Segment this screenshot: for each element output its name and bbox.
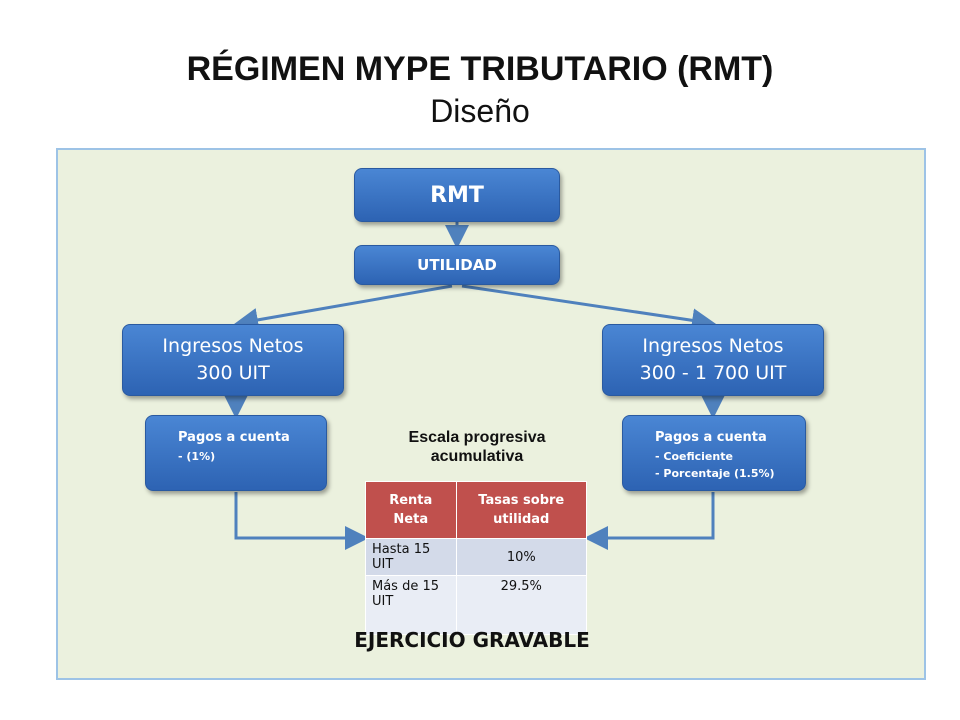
pagos-left-heading: Pagos a cuenta: [178, 430, 290, 445]
header-tasas: Tasas sobre utilidad: [455, 481, 588, 539]
pagos-right-heading: Pagos a cuenta: [655, 430, 767, 445]
ingresos-300-1700-line1: Ingresos Netos: [642, 335, 784, 358]
pagos-right-item-porcentaje: - Porcentaje (1.5%): [655, 466, 775, 480]
utilidad-node: UTILIDAD: [354, 245, 560, 285]
arrow-utilidad-left: [234, 284, 453, 332]
page-title: RÉGIMEN MYPE TRIBUTARIO (RMT): [186, 50, 774, 88]
arrow-pay-right-table: [584, 492, 715, 550]
rmt-node: RMT: [354, 168, 560, 222]
ingresos-300-1700-node: Ingresos Netos 300 - 1 700 UIT: [602, 324, 824, 396]
cell-renta: Hasta 15 UIT: [365, 538, 457, 576]
rates-header-row: Renta Neta Tasas sobre utilidad: [365, 481, 588, 539]
ingresos-300-node: Ingresos Netos 300 UIT: [122, 324, 344, 396]
cell-tasa: 10%: [455, 538, 588, 576]
ejercicio-gravable-label: EJERCICIO GRAVABLE: [354, 628, 590, 652]
ingresos-300-1700-line2: 300 - 1 700 UIT: [639, 362, 787, 384]
header-renta-neta: Renta Neta: [365, 481, 457, 539]
table-row: Hasta 15 UIT 10%: [365, 538, 588, 576]
table-row: Más de 15 UIT 29.5%: [365, 575, 588, 635]
pagos-right-item-coeficiente: - Coeficiente: [655, 449, 733, 463]
cell-renta: Más de 15 UIT: [365, 575, 457, 635]
pagos-a-cuenta-right-node: Pagos a cuenta - Coeficiente - Porcentaj…: [622, 415, 806, 491]
cell-tasa: 29.5%: [455, 575, 588, 635]
arrow-pay-left-table: [234, 492, 369, 550]
scale-title: Escala progresiva acumulativa: [408, 429, 546, 466]
arrow-utilidad-right: [461, 284, 716, 333]
pagos-left-item: - (1%): [178, 449, 216, 463]
rates-table: Renta Neta Tasas sobre utilidad Hasta 15…: [365, 481, 588, 635]
page-subtitle: Diseño: [430, 93, 530, 129]
pagos-a-cuenta-left-node: Pagos a cuenta - (1%): [145, 415, 327, 491]
ingresos-300-line2: 300 UIT: [196, 362, 270, 384]
ingresos-300-line1: Ingresos Netos: [162, 335, 304, 358]
